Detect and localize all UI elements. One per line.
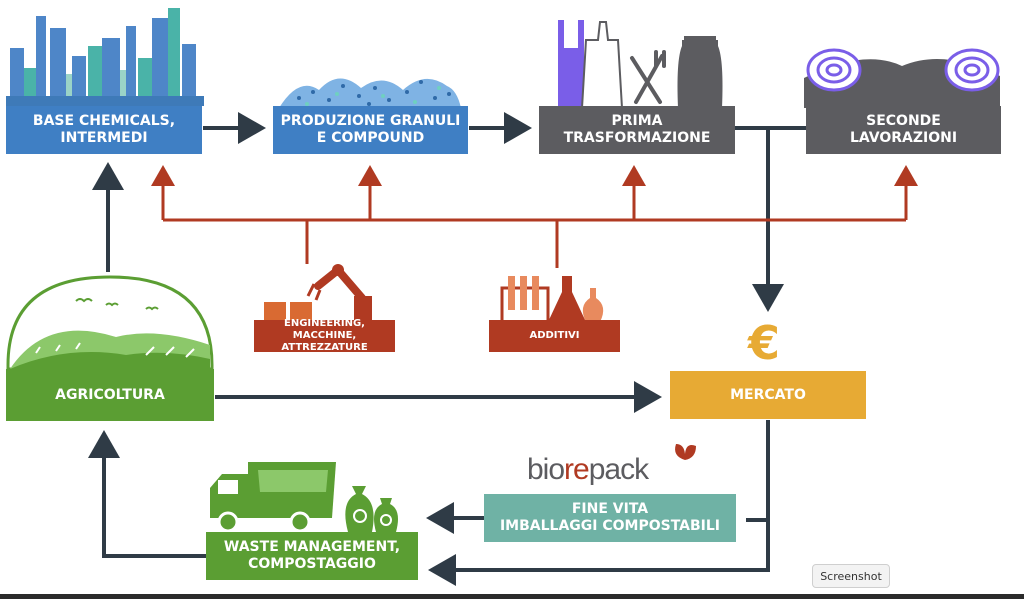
lab-flasks-icon [500, 276, 604, 322]
granules-pile-icon [279, 78, 461, 108]
butterfly-icon [675, 444, 696, 460]
packaging-products-icon [558, 20, 723, 108]
arrow-mercato-to-fine-vita [746, 420, 770, 522]
brand-part1: bio [527, 453, 565, 486]
agricoltura-box: AGRICOLTURA [6, 369, 214, 421]
engineering-box: ENGINEERING, MACCHINE,ATTREZZATURE [254, 318, 395, 353]
arrow-waste-to-agricoltura [88, 430, 206, 558]
base-chemicals-box: BASE CHEMICALS,INTERMEDI [6, 106, 202, 154]
arrow-mercato-to-waste [428, 520, 770, 586]
agriculture-fields-icon [6, 275, 214, 369]
industry-skyline-icon [6, 8, 204, 106]
brand-part3: pack [588, 453, 649, 486]
garbage-truck-icon [210, 462, 398, 532]
brand-part2: re [564, 453, 590, 486]
bottom-edge [0, 594, 1024, 599]
screenshot-tooltip: Screenshot [812, 564, 890, 588]
waste-management-box: WASTE MANAGEMENT,COMPOSTAGGIO [206, 532, 418, 580]
additivi-box: ADDITIVI [489, 320, 620, 352]
film-rolls-icon [804, 48, 1000, 108]
mercato-box: MERCATO [670, 371, 866, 419]
robot-arm-icon [264, 264, 372, 320]
euro-symbol: € [748, 316, 781, 370]
biorepack-logo: biorepack [527, 453, 649, 487]
